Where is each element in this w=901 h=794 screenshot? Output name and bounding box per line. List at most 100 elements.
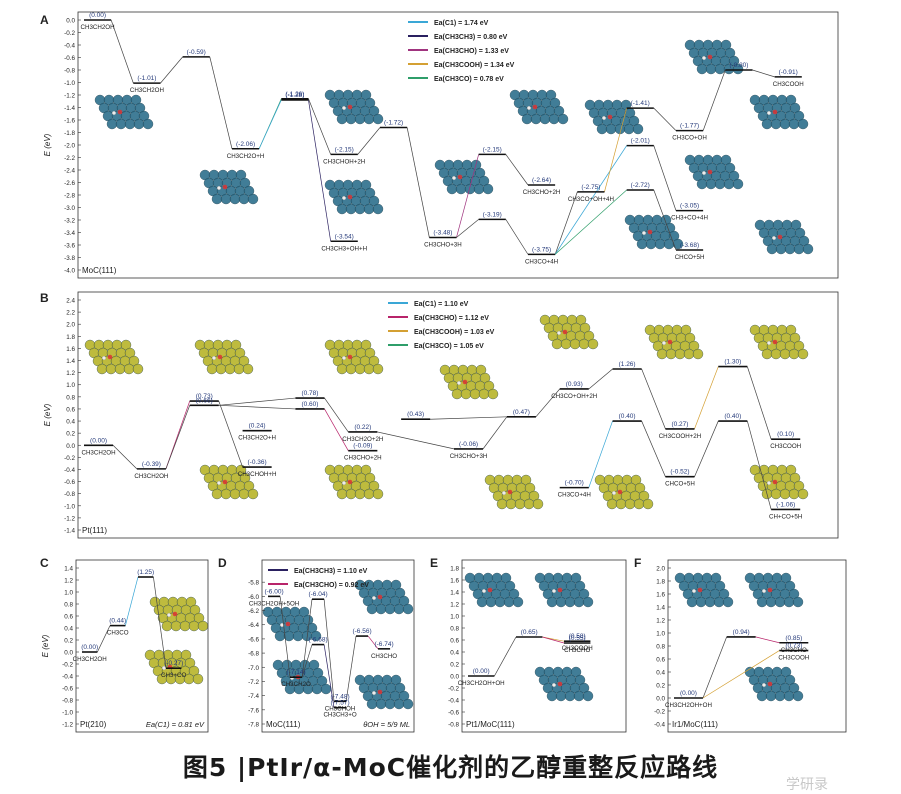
energy-value-label: (0.73)	[196, 393, 213, 400]
slab-atom	[229, 193, 241, 205]
y-tick-label: 1.8	[66, 334, 75, 341]
connector-line	[165, 405, 191, 469]
hydrogen-atom	[762, 589, 766, 593]
slab-image-7	[684, 39, 744, 75]
slab-atom	[623, 123, 635, 135]
energy-value-label: (-1.01)	[137, 75, 156, 82]
slab-atom	[783, 690, 795, 702]
y-tick-label: 1.6	[656, 592, 665, 599]
hydrogen-atom	[557, 331, 561, 335]
energy-value-label: (-0.59)	[187, 49, 206, 56]
legend-label: Ea(CH3CO) = 1.05 eV	[414, 343, 484, 350]
species-label: CH3CHOH	[325, 705, 356, 712]
oxygen-atom	[607, 114, 613, 120]
connector-line	[554, 189, 627, 255]
surface-label: Pt1/MoC(111)	[466, 720, 515, 729]
y-tick-label: 2.0	[656, 566, 665, 573]
slab-atom	[170, 620, 182, 632]
y-tick-label: -3.4	[64, 230, 75, 237]
slab-image-6	[484, 474, 544, 510]
slab-atom	[482, 183, 494, 195]
y-tick-label: -3.6	[64, 243, 75, 250]
slab-atom	[402, 698, 414, 710]
species-label: CH3CO+OH	[672, 135, 707, 142]
legend-label: Ea(CH3CHO) = 0.92 eV	[294, 582, 369, 589]
slab-image-2	[199, 464, 259, 500]
hydrogen-atom	[212, 356, 216, 360]
energy-value-label: (-1.41)	[631, 100, 650, 107]
y-tick-label: -1.2	[64, 515, 75, 522]
slab-atom	[310, 630, 322, 642]
connector-line	[542, 636, 565, 644]
species-label: CHCO+5H	[675, 254, 705, 261]
connector-line	[494, 636, 517, 677]
species-label: CH3CHO+3H	[424, 242, 462, 249]
y-tick-label: -0.6	[64, 479, 75, 486]
slab-atom	[311, 683, 323, 695]
connector-line	[153, 576, 167, 669]
hydrogen-atom	[642, 231, 646, 235]
panel-d: D-5.8-6.0-6.2-6.4-6.6-6.8-7.0-7.2-7.4-7.…	[218, 556, 415, 733]
y-tick-label: 2.4	[66, 298, 75, 305]
slab-atom	[546, 596, 558, 608]
connector-line	[588, 368, 613, 390]
y-tick-label: -0.6	[62, 686, 73, 693]
hydrogen-atom	[112, 111, 116, 115]
figure-caption: 图5 |PtIr/α-MoC催化剂的乙醇重整反应路线	[182, 753, 719, 782]
slab-image-7	[539, 314, 599, 350]
y-tick-label: -0.4	[64, 467, 75, 474]
species-label: CH3CHO+2H	[523, 189, 561, 196]
y-tick-label: -0.2	[654, 709, 665, 716]
slab-atom	[714, 178, 726, 190]
connector-line	[357, 127, 381, 155]
slab-atom	[732, 63, 744, 75]
slab-atom	[460, 388, 472, 400]
slab-atom	[96, 363, 108, 375]
y-tick-label: 0.6	[66, 406, 75, 413]
connector-line	[377, 431, 455, 450]
energy-value-label: (0.43)	[407, 411, 424, 418]
oxygen-atom	[347, 354, 353, 360]
slab-image-4	[434, 159, 494, 195]
slab-atom	[503, 596, 515, 608]
legend-label: Ea(CH3COOH) = 1.34 eV	[434, 62, 515, 69]
species-label: CH3CO	[107, 630, 129, 637]
slab-image-8	[749, 94, 809, 130]
energy-value-label: (0.44)	[109, 618, 126, 625]
oxygen-atom	[772, 339, 778, 345]
slab-atom	[363, 113, 375, 125]
slab-atom	[632, 123, 644, 135]
connector-line	[482, 416, 508, 450]
energy-value-label: (0.00)	[89, 12, 106, 19]
slab-image-0	[84, 339, 144, 375]
slab-atom	[211, 488, 223, 500]
connector-line	[258, 99, 282, 149]
species-label: CH3CH2OH	[73, 656, 107, 663]
slab-atom	[582, 596, 594, 608]
slab-atom	[705, 63, 717, 75]
slab-atom	[473, 183, 485, 195]
y-tick-label: 1.2	[66, 370, 75, 377]
y-tick-label: 0.6	[64, 614, 73, 621]
slab-atom	[797, 488, 809, 500]
connector-line	[653, 107, 677, 131]
slab-atom	[478, 388, 490, 400]
slab-image-9	[624, 214, 684, 250]
y-tick-label: 0.6	[656, 657, 665, 664]
hydrogen-atom	[502, 491, 506, 495]
slab-atom	[551, 338, 563, 350]
slab-atom	[345, 113, 357, 125]
connector-line	[367, 635, 379, 650]
slab-atom	[179, 620, 191, 632]
slab-atom	[761, 348, 773, 360]
connector-line	[112, 445, 138, 470]
legend-label: Ea(CH3CH3) = 0.80 eV	[434, 34, 508, 41]
species-label: CH3CH3+OH+H	[321, 245, 367, 252]
slab-atom	[683, 348, 695, 360]
hydrogen-atom	[102, 356, 106, 360]
oxygen-atom	[697, 587, 703, 593]
energy-value-label: (-0.52)	[670, 469, 689, 476]
energy-value-label: (-0.70)	[565, 480, 584, 487]
slab-atom	[354, 363, 366, 375]
